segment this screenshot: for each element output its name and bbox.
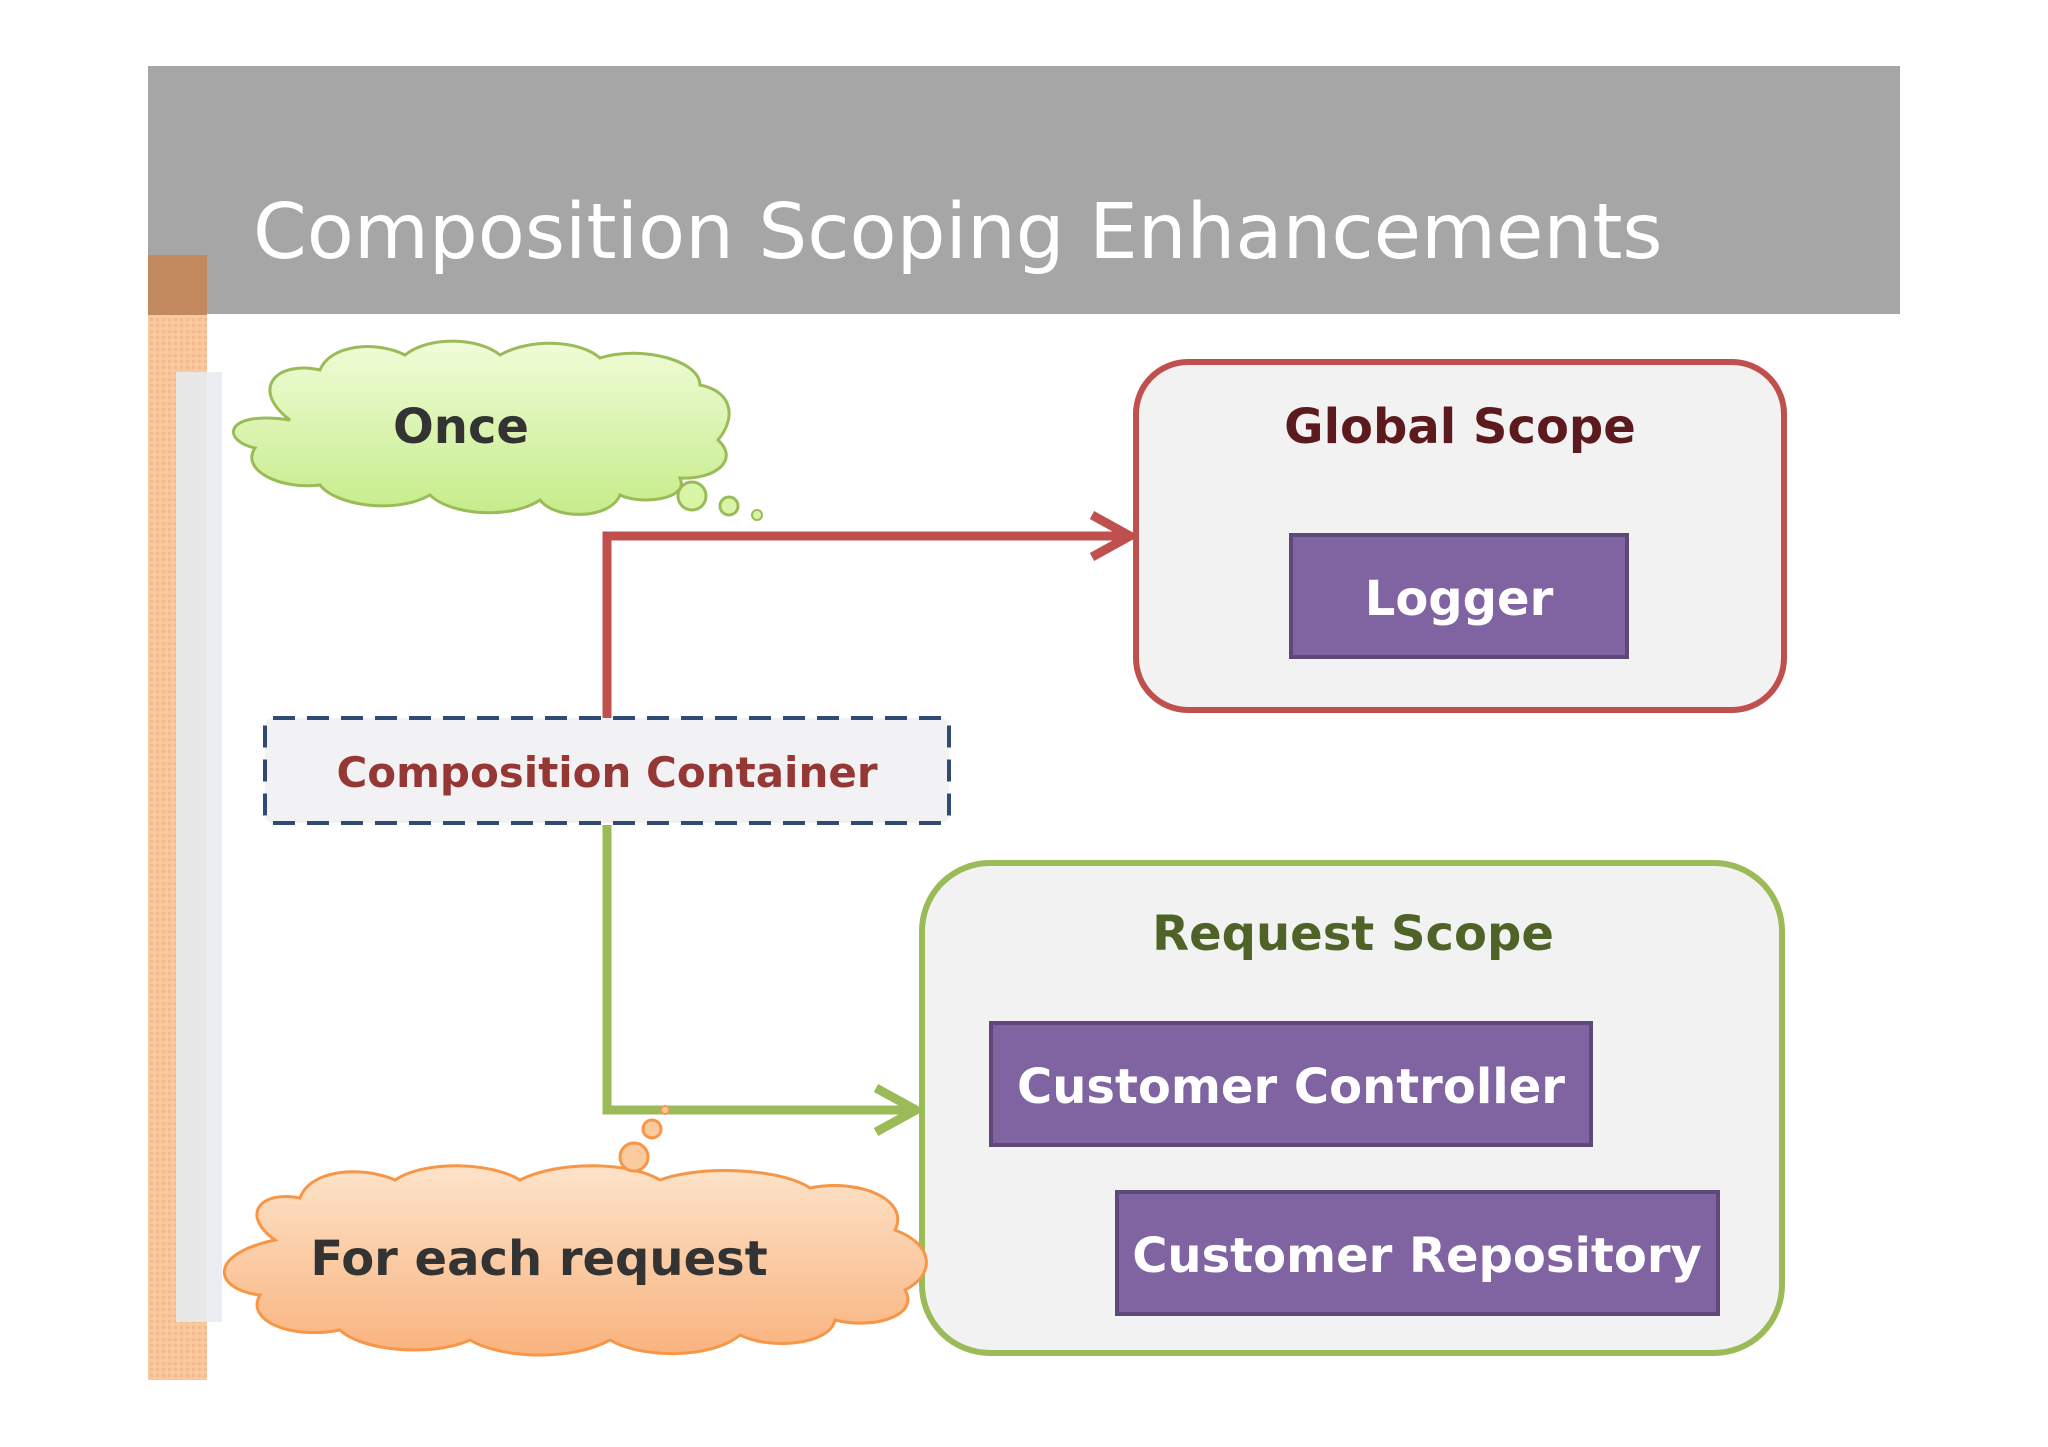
request-callout-cloud (222, 1105, 928, 1357)
once-callout-cloud (232, 339, 763, 521)
once-callout-label: Once (393, 399, 529, 455)
left-shadow-bar (176, 372, 222, 1322)
customer-controller-label: Customer Controller (1017, 1059, 1565, 1115)
global-scope-arrow (602, 531, 1128, 718)
logger-component-label: Logger (1365, 571, 1554, 627)
request-scope-arrowhead (873, 1084, 926, 1136)
request-scope-title: Request Scope (1152, 906, 1554, 962)
global-scope-title: Global Scope (1284, 399, 1636, 455)
logger-component-box (1289, 533, 1629, 659)
customer-repository-label: Customer Repository (1132, 1228, 1702, 1284)
request-callout-label: For each request (310, 1231, 767, 1287)
header-bar (148, 66, 1900, 314)
left-accent-cap (148, 255, 207, 315)
request-scope-arrow (602, 825, 914, 1115)
global-scope-arrowhead (1089, 511, 1140, 561)
customer-repository-box (1115, 1190, 1720, 1316)
composition-container-box (263, 716, 951, 825)
customer-controller-box (989, 1021, 1593, 1147)
composition-container-label: Composition Container (336, 748, 877, 797)
slide-title: Composition Scoping Enhancements (253, 188, 1663, 277)
